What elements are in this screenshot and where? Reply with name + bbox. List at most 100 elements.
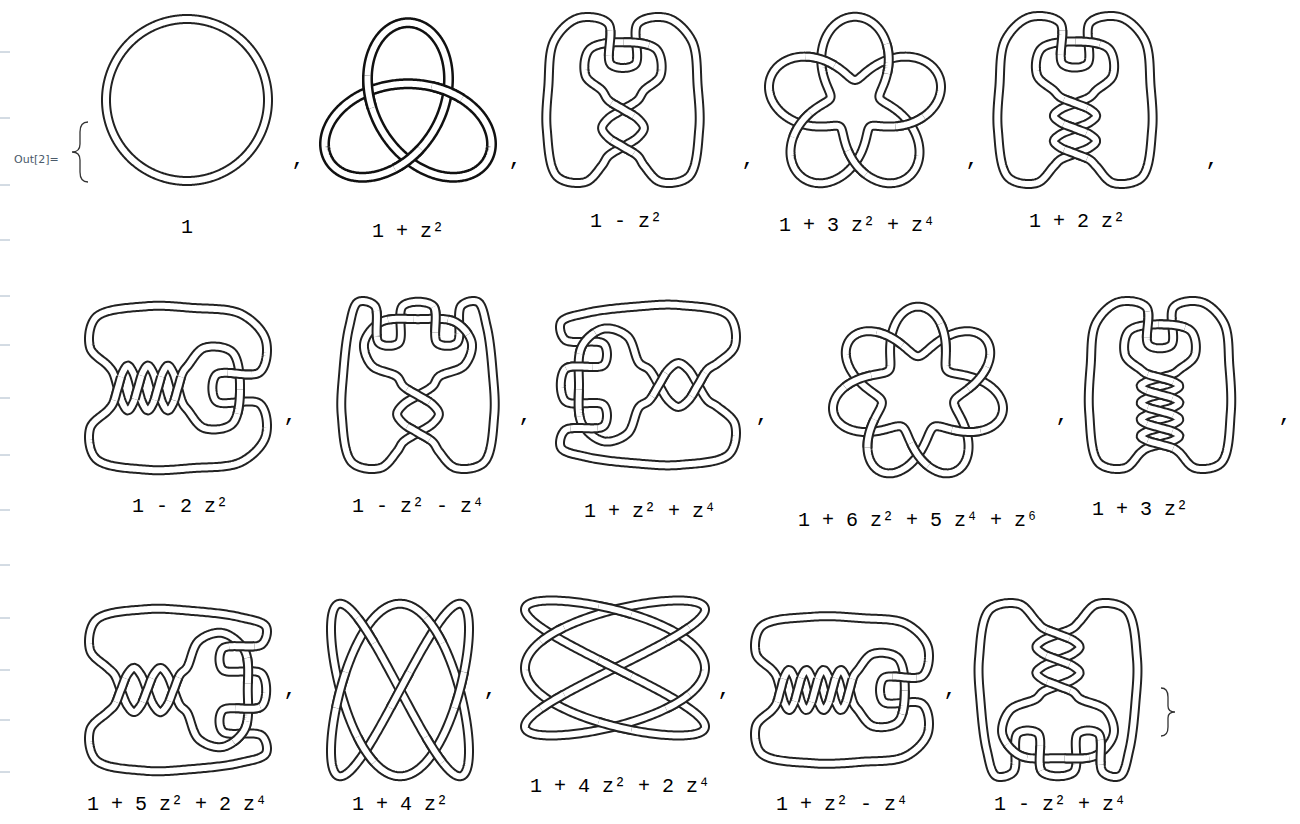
knot-overpass-core [541,694,564,708]
knot-overpass-core [887,44,889,74]
cell-marker [0,52,10,53]
knot-overpass-outline [691,373,705,396]
knot-overpass-outline [541,694,564,708]
cell-marker [0,345,10,346]
knot-diagram [769,17,941,183]
conway-polynomial: 1 + 2 z² [1029,210,1125,233]
cell-marker [0,185,10,186]
cell-marker [0,618,10,619]
knot-overpass-outline [1147,391,1173,398]
conway-polynomial: 1 - z² + z⁴ [994,793,1126,816]
knot-overpass-core [1063,124,1086,133]
knot-overpass-outline [1096,740,1106,765]
knot-tube-core [341,301,494,469]
knot-diagram [560,305,736,466]
knot-overpass-core [848,151,866,175]
list-separator: , [283,677,296,702]
knot-overpass-outline [1148,374,1174,381]
list-separator-holder: , [755,403,768,429]
knot-overpass-outline [829,678,835,701]
knot-overpass-outline [235,707,260,709]
knot-overpass-outline [1148,408,1174,415]
knot-overpass-core [1064,99,1087,108]
knot-diagram [89,609,267,772]
knot-overpass-outline [1047,682,1070,691]
knot-overpass-core [135,376,142,399]
knot-overpass-outline [609,30,611,56]
knot-overpass-core [235,707,260,709]
knot-overpass-core [454,672,464,708]
knot-overpass-outline [624,42,649,45]
knot-overpass-outline [1147,424,1173,431]
conway-polynomial: 1 - z² - z⁴ [352,495,484,518]
knot-overpass-core [1148,441,1174,448]
knot-overpass-outline [1063,124,1086,133]
conway-polynomial-holder: 1 - z² - z⁴ [352,495,484,519]
knot-overpass-outline [1075,41,1099,44]
knot-diagram [755,616,929,764]
knot-overpass-core [395,149,421,169]
list-separator: , [291,147,304,172]
cell-marker [0,772,10,773]
conway-polynomial: 1 + 3 z² + z⁴ [779,214,935,237]
knot-overpass-outline [390,672,409,708]
knot-overpass-core [609,30,611,56]
knot-overpass-outline [574,389,585,416]
knot-overpass-outline [777,679,783,702]
knot-overpass-core [806,57,835,66]
conway-polynomial-holder: 1 + z² - z⁴ [776,793,908,817]
list-separator-holder: , [717,677,730,703]
knot-overpass-core [388,316,414,323]
list-separator: , [1278,403,1291,428]
list-separator-holder: , [1055,403,1068,429]
conway-polynomial: 1 + z² - z⁴ [776,793,908,816]
knot-overpass-core [877,332,903,345]
list-brace [72,122,88,182]
list-separator: , [943,677,956,702]
knot-overpass-core [1159,324,1185,327]
knot-overpass-outline [1148,441,1174,448]
knot-overpass-core [426,618,443,643]
knot-overpass-core [570,425,597,431]
cell-markers [0,52,10,772]
knot-overpass-core [566,366,593,368]
knot-overpass-outline [952,430,981,432]
knot-tube-outline [560,305,736,466]
knot-overpass-core [1148,374,1174,381]
list-separator: , [518,403,531,428]
knot-overpass-outline [793,113,810,137]
knot-tube-core [755,616,929,764]
knot-overpass-core [652,373,666,396]
conway-polynomial: 1 + 4 z² [352,793,448,816]
knot-overpass-core [691,373,705,396]
knot-overpass-outline [1007,744,1027,758]
output-prompt: Out[2]= [14,153,59,166]
cell-marker [0,670,10,671]
knot-tube-outline [525,601,705,736]
knot-tube-core [546,17,699,183]
conway-polynomial-holder: 1 [181,216,193,240]
knot-overpass-outline [846,679,852,702]
conway-polynomial-holder: 1 + 6 z² + 5 z⁴ + z⁶ [798,509,1038,533]
knot-overpass-outline [895,117,923,127]
knot-overpass-core [793,113,810,137]
knot-overpass-core [247,658,248,683]
knot-overpass-core [1046,630,1069,639]
knot-overpass-outline [116,678,125,702]
knot-overpass-core [336,672,346,708]
knot-overpass-outline [887,44,889,74]
cell-marker [0,720,10,721]
knot-overpass-outline [580,332,595,353]
knot-tube-core [89,306,267,471]
knot-overpass-outline [174,377,181,400]
knot-overpass-core [666,694,689,708]
knot-overpass-outline [169,677,178,701]
knot-overpass-outline [1064,149,1087,158]
list-separator-holder: , [283,677,296,703]
knot-overpass-outline [968,367,987,389]
knot-diagram [331,604,469,777]
knot-overpass-outline [407,389,429,402]
knot-overpass-core [143,678,152,702]
knot-overpass-outline [541,627,564,641]
